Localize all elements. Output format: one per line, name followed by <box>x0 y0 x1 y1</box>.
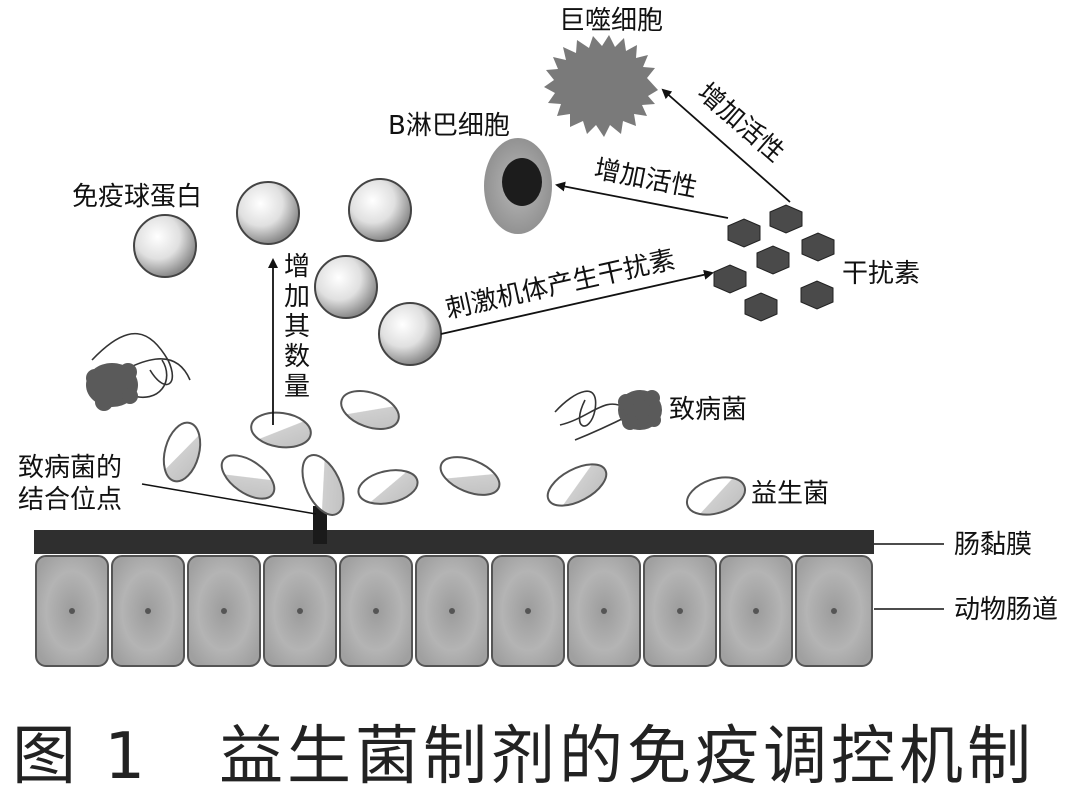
interferon-hexagon <box>756 245 790 275</box>
label-binding-site-line1: 致病菌的 <box>18 453 122 483</box>
label-binding-site-line2: 结合位点 <box>18 485 122 515</box>
probiotic-cell <box>220 454 276 500</box>
interferon-hexagon <box>769 204 803 234</box>
intestine-cell <box>415 555 489 667</box>
immunoglobulin-sphere <box>348 178 412 242</box>
label-probiotic: 益生菌 <box>751 479 829 509</box>
probiotic-cell <box>250 411 312 449</box>
immunoglobulin-sphere <box>133 214 197 278</box>
probiotic-cell <box>162 421 202 483</box>
label-b-lymphocyte: B淋巴细胞 <box>388 111 510 141</box>
arrow-label-increase-quantity: 增加其数量 <box>284 252 310 402</box>
intestine-cells <box>35 555 873 667</box>
intestine-cell <box>795 555 873 667</box>
interferons <box>713 204 835 322</box>
interferon-hexagon <box>800 280 834 310</box>
probiotic-cell <box>685 476 747 516</box>
intestine-cell <box>719 555 793 667</box>
label-macrophage: 巨噬细胞 <box>559 6 663 36</box>
leader-lines <box>141 483 944 610</box>
probiotic-cell <box>546 463 608 507</box>
intestine-cell <box>339 555 413 667</box>
pathogen-right <box>554 390 662 441</box>
immunoglobulin-sphere <box>236 181 300 245</box>
figure-title: 益生菌制剂的免疫调控机制 <box>219 720 1036 794</box>
intestine-cell <box>643 555 717 667</box>
arrow-to-macrophage <box>661 88 791 203</box>
arrow-to-b-cell <box>555 181 729 219</box>
intestine-cell <box>567 555 641 667</box>
arrow-label-to-macrophage: 增加活性 <box>691 78 789 169</box>
arrow-label-to-interferon: 刺激机体产生干扰素 <box>443 245 678 325</box>
label-intestine: 动物肠道 <box>954 595 1058 625</box>
arrow-label-to-b-cell: 增加活性 <box>592 154 700 203</box>
intestine-cell <box>491 555 565 667</box>
arrows <box>268 88 791 425</box>
probiotic-cell <box>301 454 345 516</box>
interferon-hexagon <box>713 264 747 294</box>
intestine-cell <box>187 555 261 667</box>
label-immunoglobulin: 免疫球蛋白 <box>72 182 202 212</box>
intestine-cell <box>263 555 337 667</box>
interferon-hexagon <box>801 232 835 262</box>
leader-binding-site <box>141 483 317 515</box>
figure-caption: 图 1 益生菌制剂的免疫调控机制 <box>12 712 1072 802</box>
intestine-cell <box>35 555 109 667</box>
label-interferon: 干扰素 <box>842 259 920 289</box>
probiotic-cell <box>439 456 501 496</box>
label-mucosa: 肠黏膜 <box>954 530 1032 560</box>
interferon-hexagon <box>727 218 761 248</box>
immunoglobulins <box>133 178 442 366</box>
immunoglobulin-sphere <box>314 255 378 319</box>
mucosa-layer <box>34 530 874 554</box>
interferon-hexagon <box>744 292 778 322</box>
binding-site-post <box>313 506 327 544</box>
probiotic-cell <box>357 469 419 505</box>
label-pathogen: 致病菌 <box>669 395 747 425</box>
figure-number: 图 1 <box>12 720 150 794</box>
probiotics <box>162 390 747 516</box>
probiotic-cell <box>340 390 400 430</box>
pathogen-left <box>86 332 191 411</box>
macrophage-cell <box>544 35 658 137</box>
arrow-to-interferon <box>440 269 714 335</box>
b-lymphocyte-cell <box>484 138 552 234</box>
immunoglobulin-sphere <box>378 302 442 366</box>
intestine-cell <box>111 555 185 667</box>
